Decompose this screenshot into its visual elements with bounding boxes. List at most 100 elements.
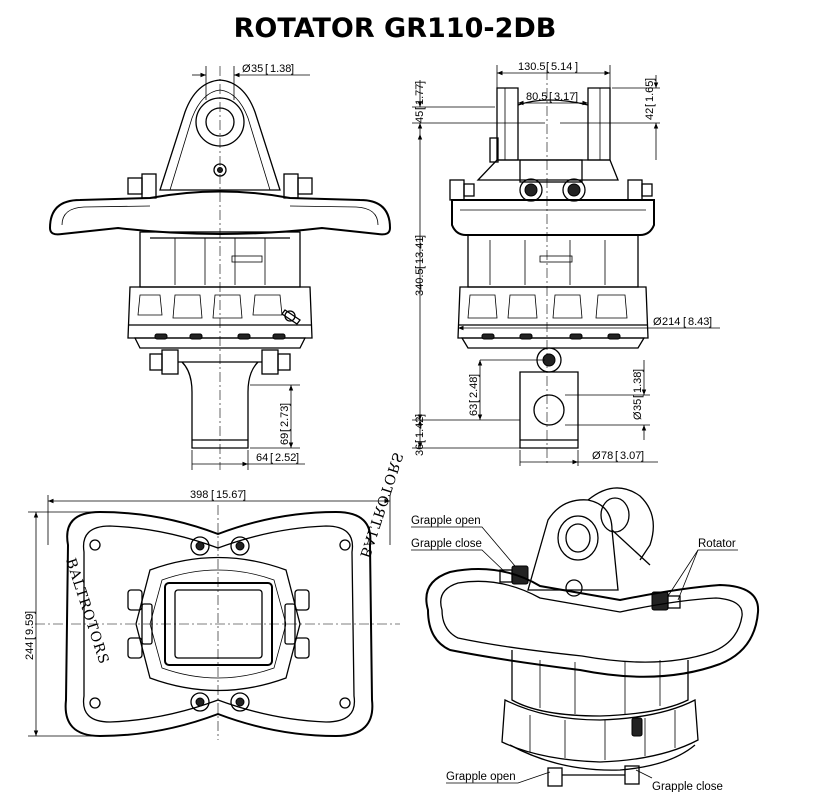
svg-text:[: [: [265, 63, 268, 75]
svg-text:]: ]: [279, 403, 291, 406]
svg-text:[: [: [211, 489, 214, 501]
front-pin-bore-outer: [195, 97, 245, 147]
side-shaft-diameter: 78: [601, 450, 613, 462]
svg-text:]: ]: [296, 452, 299, 464]
side-top-offset-right-in: 1.65: [644, 81, 656, 102]
svg-text:[: [: [546, 61, 549, 73]
side-top-offset-left: 45: [414, 111, 426, 123]
svg-text:]: ]: [644, 78, 656, 81]
top-center-block: [164, 582, 273, 666]
top-port-3: [190, 692, 210, 712]
iso-view: Grapple open Grapple close Rotator Grapp…: [411, 487, 760, 792]
svg-text:]: ]: [243, 489, 246, 501]
svg-text:[: [: [24, 637, 36, 640]
front-mounting-lug: [159, 79, 281, 191]
top-port-2: [230, 536, 250, 556]
svg-text:]: ]: [575, 91, 578, 103]
top-length: 398: [190, 489, 208, 501]
side-lower-pin-diameter-in: 1.38: [632, 372, 644, 393]
top-outer-plate: [64, 510, 374, 738]
iso-pin-bore: [565, 523, 591, 553]
side-overall-width-in: 5.14: [551, 61, 572, 73]
side-top-offset-left-in: 1.77: [414, 84, 426, 105]
svg-text:[: [: [632, 395, 644, 398]
iso-mounting-lug: [527, 499, 619, 591]
svg-text:]: ]: [24, 611, 36, 614]
front-pin-bore: [205, 107, 235, 137]
iso-label-rotator: Rotator: [698, 538, 736, 550]
side-upper-body: [467, 234, 639, 288]
side-flange: [451, 199, 655, 236]
svg-text:[: [: [270, 452, 273, 464]
side-lower-pin-diameter: 35: [632, 399, 644, 411]
side-top-offset-right: 42: [644, 108, 656, 120]
front-shaft: [181, 361, 259, 449]
iso-label-grapple-open-bottom: Grapple open: [446, 771, 516, 783]
top-width-in: 9.59: [24, 614, 36, 635]
svg-text:[: [: [279, 429, 291, 432]
side-inner-width-in: 3.17: [554, 91, 575, 103]
iso-label-grapple-close-bottom: Grapple close: [652, 781, 723, 792]
front-shaft-length: 69: [279, 433, 291, 445]
side-bottom-offset: 36: [414, 444, 426, 456]
svg-text:]: ]: [414, 414, 426, 417]
side-lower-height-in: 2.48: [468, 377, 480, 398]
drawing-title: ROTATOR GR110-2DB: [234, 13, 557, 44]
svg-text:[: [: [414, 440, 426, 443]
side-view: 130.5 [ 5.14 ] 80.5 [ 3.17 ] 45 [ 1.77 ]…: [412, 61, 720, 466]
top-port-1: [190, 536, 210, 556]
front-shaft-width-in: 2.52: [275, 452, 296, 464]
front-shaft-length-in: 2.73: [279, 406, 291, 427]
side-fork-left: [496, 87, 519, 161]
side-shaft-diameter-symbol: Ø: [592, 450, 601, 462]
svg-text:]: ]: [468, 374, 480, 377]
side-fork-right: [587, 87, 611, 161]
svg-text:]: ]: [709, 316, 712, 328]
iso-pin-bore-outer: [557, 515, 599, 561]
iso-label-grapple-close-top: Grapple close: [411, 538, 482, 550]
svg-text:]: ]: [641, 450, 644, 462]
top-rotator-body: [135, 556, 301, 692]
iso-upper-body: [511, 650, 689, 717]
side-lower-body: [457, 286, 649, 339]
svg-text:[: [: [615, 450, 618, 462]
front-flange: [48, 190, 392, 236]
side-lower-pin-bore: [533, 394, 565, 426]
svg-text:]: ]: [414, 235, 426, 238]
iso-label-grapple-open-top: Grapple open: [411, 515, 481, 527]
side-overall-width: 130.5: [518, 61, 546, 73]
svg-text:[: [: [468, 400, 480, 403]
svg-text:[: [: [644, 104, 656, 107]
svg-text:[: [: [683, 316, 686, 328]
svg-text:[: [: [414, 266, 426, 269]
side-lower-pin-diameter-symbol: Ø: [632, 411, 644, 420]
front-pin-diameter: 35: [251, 63, 263, 75]
iso-flange: [425, 568, 760, 678]
front-view: Ø 35 [ 1.38 ] 69 [ 2.73 ] 64 [ 2.52 ]: [48, 63, 392, 470]
side-shaft: [519, 371, 579, 449]
side-bottom-offset-in: 1.42: [414, 417, 426, 438]
iso-lower-body: [501, 698, 699, 763]
side-total-height: 340.5: [414, 268, 426, 296]
side-lower-height: 63: [468, 404, 480, 416]
svg-text:]: ]: [414, 81, 426, 84]
top-view: BALTROTORS BALTROTORS 398 [ 15.67 ] 244 …: [24, 449, 406, 740]
front-lower-body: [127, 286, 313, 339]
side-body-diameter-in: 8.43: [688, 316, 709, 328]
top-brand-right: BALTROTORS: [356, 449, 405, 559]
front-pin-diameter-symbol: Ø: [242, 63, 251, 75]
top-brand-left: BALTROTORS: [62, 556, 111, 666]
svg-text:[: [: [414, 107, 426, 110]
side-inner-width: 80.5: [526, 91, 547, 103]
top-port-4: [230, 692, 250, 712]
top-width: 244: [24, 642, 36, 660]
front-grease-nipple: [213, 163, 227, 177]
side-body-diameter: 214: [662, 316, 680, 328]
svg-text:[: [: [549, 91, 552, 103]
side-body-diameter-symbol: Ø: [653, 316, 662, 328]
side-shaft-diameter-in: 3.07: [620, 450, 641, 462]
front-pin-diameter-in: 1.38: [270, 63, 291, 75]
front-shaft-width: 64: [256, 452, 268, 464]
svg-text:]: ]: [291, 63, 294, 75]
